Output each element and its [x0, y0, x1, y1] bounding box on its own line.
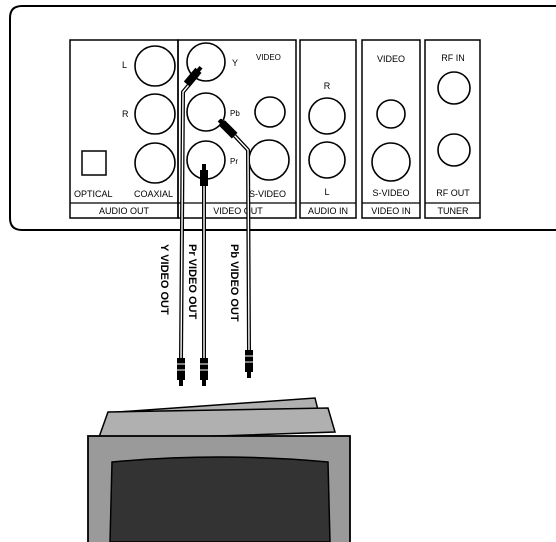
y-video-cable	[177, 65, 203, 386]
optical-port[interactable]	[81, 150, 107, 176]
audio-out-right-jack[interactable]	[134, 93, 176, 135]
y-cable-label: Y VIDEO OUT	[158, 244, 170, 315]
y-label: Y	[232, 58, 238, 68]
coaxial-jack[interactable]	[134, 142, 176, 184]
audio-in-group-label: AUDIO IN	[308, 206, 348, 216]
television	[87, 397, 351, 542]
y-plug-top	[183, 65, 203, 87]
audio-out-left-label: L	[122, 60, 127, 70]
video-out-video-label: VIDEO	[256, 53, 281, 62]
pb-video-cable	[217, 118, 253, 378]
pr-cable-label: Pr VIDEO OUT	[186, 244, 198, 319]
rf-out-label: RF OUT	[436, 188, 470, 198]
rf-in-jack[interactable]	[437, 71, 471, 105]
tuner-group-label: TUNER	[438, 206, 469, 216]
pr-video-cable	[200, 164, 208, 386]
audio-out-section: L R OPTICAL COAXIAL AUDIO OUT	[69, 39, 179, 219]
audio-out-group-label: AUDIO OUT	[99, 206, 150, 216]
coaxial-label: COAXIAL	[134, 189, 173, 199]
video-out-svideo-label: S-VIDEO	[249, 189, 286, 199]
video-in-svideo-label: S-VIDEO	[372, 188, 409, 198]
audio-in-left-label: L	[324, 187, 329, 197]
audio-in-right-jack[interactable]	[308, 97, 346, 135]
video-in-video-jack[interactable]	[376, 99, 406, 129]
audio-out-right-label: R	[122, 109, 129, 119]
pb-plug-bottom	[245, 350, 253, 378]
optical-label: OPTICAL	[74, 189, 113, 199]
tv-screen	[109, 456, 331, 542]
tv-back-housing	[96, 407, 336, 441]
video-in-group-label: VIDEO IN	[371, 206, 411, 216]
video-in-section: VIDEO S-VIDEO VIDEO IN	[361, 39, 421, 219]
video-out-section: Y Pb Pr VIDEO S-VIDEO VIDEO OUT	[177, 39, 297, 219]
audio-in-section: R L AUDIO IN	[299, 39, 357, 219]
tuner-section: RF IN RF OUT TUNER	[424, 39, 481, 219]
pr-label: Pr	[230, 157, 238, 166]
pb-jack[interactable]	[186, 92, 226, 132]
video-in-svideo-jack[interactable]	[371, 142, 411, 182]
pr-plug-bottom	[200, 358, 208, 386]
pb-label: Pb	[230, 109, 240, 118]
rf-out-jack[interactable]	[437, 133, 471, 167]
video-in-video-label: VIDEO	[377, 54, 405, 64]
audio-out-left-jack[interactable]	[134, 45, 176, 87]
video-out-svideo-jack[interactable]	[248, 139, 290, 181]
video-out-group-label: VIDEO OUT	[213, 206, 263, 216]
pb-cable-label: Pb VIDEO OUT	[228, 244, 240, 322]
y-plug-bottom	[177, 358, 185, 386]
composite-video-jack[interactable]	[254, 96, 286, 128]
pr-plug-top	[200, 164, 208, 186]
rf-in-label: RF IN	[441, 53, 465, 63]
pb-plug-top	[217, 118, 238, 139]
audio-in-right-label: R	[324, 81, 331, 91]
audio-in-left-jack[interactable]	[308, 141, 346, 179]
